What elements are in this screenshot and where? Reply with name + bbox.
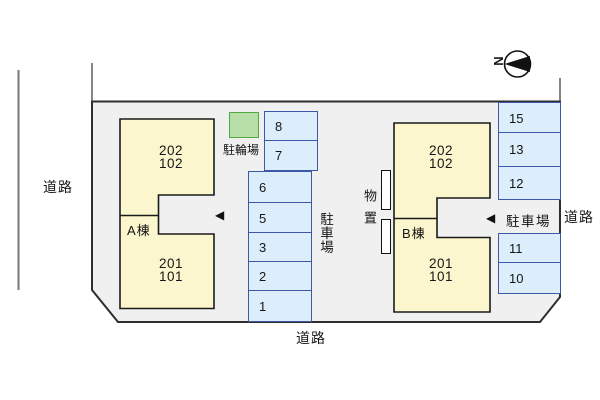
- parking-space-7: 7: [264, 140, 318, 171]
- parking-space-11: 11: [498, 233, 561, 264]
- unit-number: 202: [428, 143, 454, 158]
- parking-space-3: 3: [248, 232, 312, 263]
- parking-space-number: 10: [509, 270, 524, 286]
- parking-space-number: 7: [275, 148, 283, 163]
- building-a-entrance-arrow-icon: ◀: [215, 208, 225, 222]
- storage-box-lower: [381, 219, 391, 254]
- road-label-left: 道路: [43, 179, 73, 195]
- parking-space-number: 15: [509, 110, 524, 126]
- parking-space-2: 2: [248, 261, 312, 292]
- building-a-shape: [119, 118, 215, 310]
- parking-space-number: 8: [275, 119, 283, 134]
- building-a-lower-units: 201 101: [141, 256, 201, 284]
- building-b-shape: [393, 122, 491, 313]
- building-b-name: B棟: [402, 226, 426, 241]
- unit-number: 102: [158, 156, 184, 171]
- bike-parking-area: [229, 112, 259, 138]
- storage-box-upper: [381, 170, 391, 210]
- north-label: N: [491, 56, 506, 66]
- parking-space-15: 15: [498, 102, 561, 134]
- building-b-entrance-arrow-icon: ◀: [486, 211, 496, 225]
- storage-label: 物置: [362, 189, 377, 233]
- parking-space-number: 3: [259, 240, 267, 255]
- road-label-right: 道路: [564, 209, 594, 225]
- parking-lot-label-left: 駐車場: [318, 212, 333, 254]
- building-b-upper-units: 202 102: [411, 143, 471, 171]
- unit-number: 201: [428, 256, 454, 271]
- building-a-upper-units: 202 102: [141, 143, 201, 171]
- parking-space-number: 5: [259, 210, 267, 226]
- parking-space-10: 10: [498, 262, 561, 294]
- parking-space-number: 6: [259, 180, 267, 195]
- parking-space-8: 8: [264, 111, 318, 142]
- unit-number: 101: [428, 269, 454, 284]
- building-a-name: A棟: [127, 223, 151, 238]
- parking-lot-label-right: 駐車場: [506, 214, 551, 229]
- parking-space-6: 6: [248, 171, 312, 204]
- parking-space-number: 12: [509, 175, 524, 191]
- parking-space-number: 2: [259, 269, 267, 284]
- parking-space-13: 13: [498, 132, 561, 167]
- parking-space-12: 12: [498, 166, 561, 200]
- bike-parking-label: 駐輪場: [222, 143, 259, 157]
- road-label-bottom: 道路: [296, 330, 326, 346]
- unit-number: 101: [158, 269, 184, 284]
- parking-space-number: 11: [509, 241, 523, 256]
- north-arrow-icon: [504, 56, 530, 72]
- unit-number: 202: [158, 143, 184, 158]
- parking-space-1: 1: [248, 290, 312, 322]
- parking-space-number: 1: [259, 298, 267, 314]
- parking-space-5: 5: [248, 202, 312, 234]
- building-b-lower-units: 201 101: [411, 256, 471, 284]
- unit-number: 201: [158, 256, 184, 271]
- parking-space-number: 13: [509, 142, 524, 157]
- unit-number: 102: [428, 156, 454, 171]
